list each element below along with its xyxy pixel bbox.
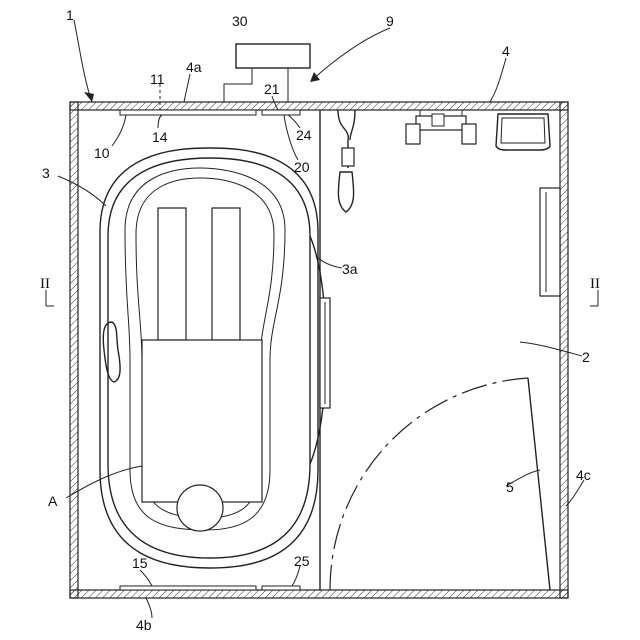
label-tub: 3 bbox=[42, 165, 50, 181]
grab-bar-right bbox=[540, 188, 560, 296]
leader-light-part bbox=[158, 115, 162, 128]
wall-left bbox=[70, 102, 78, 598]
sensor-panel-bottom bbox=[262, 586, 300, 590]
label-wall-bottom: 4b bbox=[136, 617, 152, 633]
shower-fixture bbox=[338, 110, 355, 212]
wall-shelf bbox=[496, 114, 550, 150]
shower-holder bbox=[342, 148, 354, 166]
section-label-right: II bbox=[590, 276, 600, 292]
shower-head bbox=[338, 172, 353, 212]
sensor-panel-top bbox=[262, 110, 300, 115]
occupant-leg-left bbox=[158, 208, 186, 340]
door bbox=[330, 378, 550, 590]
arrowhead-room bbox=[84, 92, 94, 102]
label-sensor-panel: 20 bbox=[294, 159, 310, 175]
section-label-left: II bbox=[40, 276, 50, 292]
occupant-leg-right bbox=[212, 208, 240, 340]
label-sensor-part: 24 bbox=[296, 127, 312, 143]
label-wall-right: 4c bbox=[576, 467, 591, 483]
faucet-spout bbox=[432, 114, 444, 126]
occupant-torso bbox=[142, 340, 262, 502]
leader-light-panel bbox=[112, 115, 126, 146]
label-sensor-element: 21 bbox=[264, 81, 280, 97]
door-leaf bbox=[528, 378, 550, 590]
shower-hose-right bbox=[350, 110, 355, 140]
label-sensor-lower: 25 bbox=[294, 553, 310, 569]
leader-wall-right bbox=[566, 480, 584, 506]
label-walls: 4 bbox=[502, 43, 510, 59]
door-swing-arc bbox=[330, 378, 528, 590]
leader-system bbox=[312, 28, 390, 80]
wall-top bbox=[70, 102, 568, 110]
light-panel-bottom bbox=[120, 586, 256, 590]
occupant-head bbox=[177, 485, 223, 531]
leader-light-lower bbox=[140, 570, 152, 586]
label-light-panel: 10 bbox=[94, 145, 110, 161]
section-marker-right: II bbox=[590, 276, 600, 306]
leader-sensor-lower bbox=[292, 566, 300, 586]
label-light-lower: 15 bbox=[132, 555, 148, 571]
leader-walls bbox=[490, 58, 506, 102]
section-marker-left: II bbox=[40, 276, 54, 306]
label-tub-side: 3a bbox=[342, 261, 358, 277]
wall-bottom bbox=[70, 590, 568, 598]
label-system: 9 bbox=[386, 13, 394, 29]
label-light-element: 11 bbox=[150, 71, 165, 87]
label-light-part: 14 bbox=[152, 129, 168, 145]
faucet-handle-right bbox=[462, 124, 476, 144]
faucet bbox=[406, 110, 476, 144]
controller-wire-left bbox=[224, 68, 252, 102]
tub-handle bbox=[103, 322, 120, 382]
leader-wall-bottom bbox=[146, 598, 152, 618]
leader-floor bbox=[520, 342, 582, 356]
label-controller: 30 bbox=[232, 13, 248, 29]
occupant bbox=[142, 208, 262, 531]
label-floor: 2 bbox=[582, 349, 590, 365]
arrowhead-system bbox=[310, 72, 320, 82]
faucet-handle-left bbox=[406, 124, 420, 144]
leader-room bbox=[74, 20, 92, 102]
label-door: 5 bbox=[506, 479, 514, 495]
reference-labels: 1 30 9 4 4a 11 21 14 24 10 20 3 3a 2 A 5… bbox=[42, 7, 591, 633]
label-occupant: A bbox=[48, 493, 58, 509]
leader-tub bbox=[58, 176, 106, 206]
label-wall-top: 4a bbox=[186, 59, 202, 75]
light-panel-top bbox=[120, 110, 256, 115]
label-room: 1 bbox=[66, 7, 74, 23]
controller-box bbox=[236, 44, 310, 68]
leader-wall-top bbox=[184, 74, 190, 102]
